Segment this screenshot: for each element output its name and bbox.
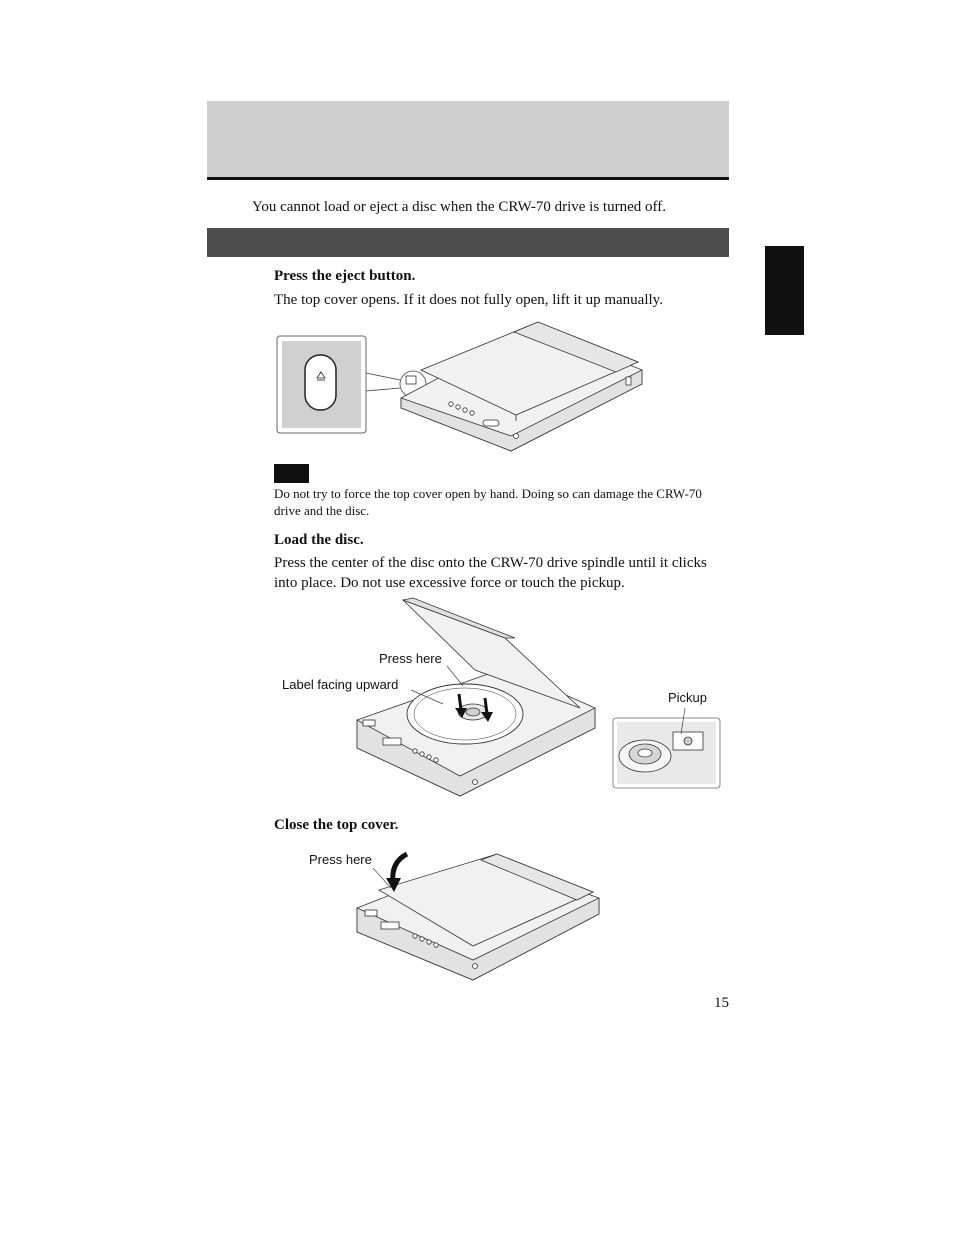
figure-eject xyxy=(276,321,643,452)
page-number: 15 xyxy=(714,995,729,1011)
drive-open-illustration xyxy=(356,597,596,797)
step-2-title: Load the disc. xyxy=(274,532,364,548)
figure-close-cover xyxy=(356,851,600,981)
step-1-text: The top cover opens. If it does not full… xyxy=(274,292,663,308)
step-2-text: Press the center of the disc onto the CR… xyxy=(274,555,707,591)
section-heading-bar xyxy=(207,228,729,257)
eject-button-inset xyxy=(276,335,367,434)
pickup-inset xyxy=(612,717,721,789)
chapter-side-tab xyxy=(765,246,804,335)
note-badge xyxy=(274,464,309,483)
press-arrow-icon xyxy=(386,851,409,892)
header-rule xyxy=(207,177,729,180)
intro-text: You cannot load or eject a disc when the… xyxy=(252,199,666,215)
step-3-title: Close the top cover. xyxy=(274,817,399,833)
step-1-title: Press the eject button. xyxy=(274,268,416,284)
drive-closed-illustration xyxy=(400,321,643,452)
chapter-header-box xyxy=(207,101,729,178)
press-arrow-icon xyxy=(455,693,493,722)
drive-closing-illustration xyxy=(356,853,600,981)
figure-label-press-here: Press here xyxy=(379,651,442,666)
figure-label-label-facing-upward: Label facing upward xyxy=(282,677,399,692)
figure-label-pickup: Pickup xyxy=(668,690,708,705)
note-text: Do not try to force the top cover open b… xyxy=(274,486,702,518)
figure-load-disc xyxy=(356,597,721,797)
figure-label-press-here: Press here xyxy=(309,852,372,867)
eject-icon xyxy=(316,371,326,381)
